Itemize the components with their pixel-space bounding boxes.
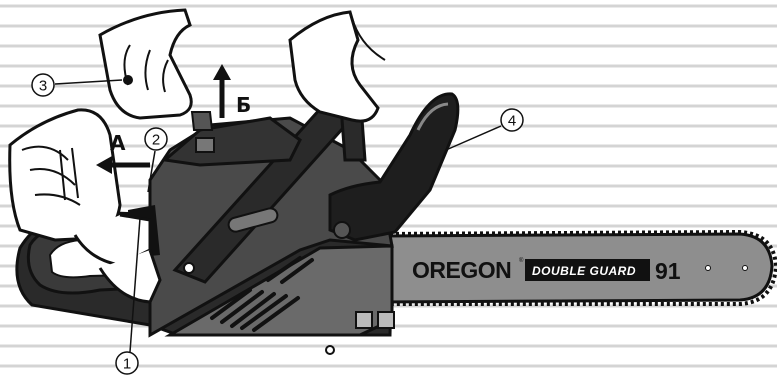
brand-oregon-text: OREGON (412, 257, 511, 283)
arrow-b-label: Б (236, 93, 251, 117)
bar-nut-2 (378, 312, 394, 328)
callout-3-label: 3 (39, 78, 47, 95)
bar-rivet-1 (706, 266, 711, 271)
model-double-guard-text: DOUBLE GUARD (532, 264, 636, 278)
brand-reg-mark: ® (519, 257, 524, 264)
choke-knob (192, 112, 212, 130)
arrow-b: Б (213, 64, 251, 118)
arrow-a-label: А (110, 131, 126, 155)
callout-4-label: 4 (508, 113, 516, 130)
callout-2-label: 2 (152, 132, 160, 149)
model-number-text: 91 (655, 258, 681, 284)
bar-nut-1 (356, 312, 372, 328)
bar-rivet-2 (743, 266, 748, 271)
callout-1-label: 1 (123, 356, 131, 373)
